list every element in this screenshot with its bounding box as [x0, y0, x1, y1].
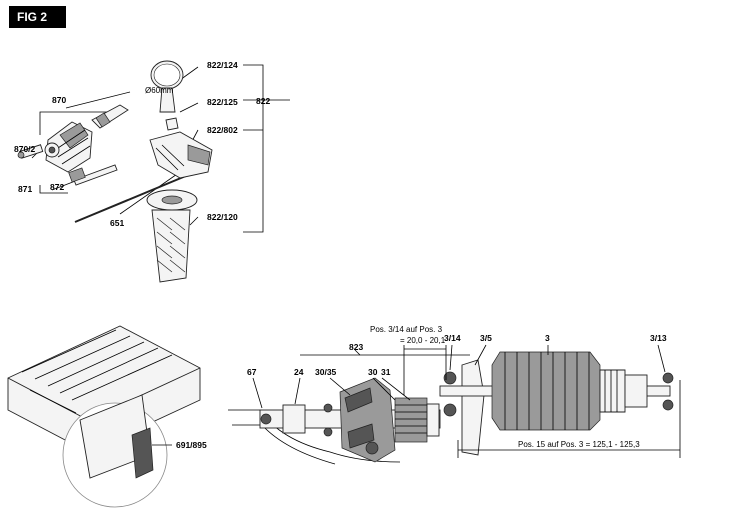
- bracket-ticks: [243, 99, 263, 131]
- note-bottom: Pos. 15 auf Pos. 3 = 125,1 - 125,3: [518, 440, 640, 449]
- figure-badge: FIG 2: [9, 6, 66, 28]
- label-67: 67: [247, 367, 257, 377]
- leader-870: [65, 91, 131, 109]
- bearing-left: [323, 403, 333, 413]
- note-top-line-1: Pos. 3/14 auf Pos. 3: [370, 325, 443, 334]
- leader-30-35: [329, 377, 351, 396]
- fan-3-5: [461, 359, 485, 456]
- bracket-871: [39, 185, 68, 194]
- label-3-13: 3/13: [650, 333, 667, 343]
- drill-chuck-870: [44, 121, 93, 173]
- screw-870-2: [17, 144, 44, 159]
- label-822-120: 822/120: [207, 212, 238, 222]
- label-diameter: Ø60mm: [145, 86, 174, 95]
- label-31: 31: [381, 367, 391, 377]
- leader-24: [294, 377, 301, 405]
- label-870: 870: [52, 95, 66, 105]
- dimension-ticks-bottom: [457, 380, 681, 458]
- clamp-band-822-124: [150, 60, 184, 113]
- label-870-2: 870/2: [14, 144, 36, 154]
- label-24: 24: [294, 367, 304, 377]
- screw-822-125: [165, 117, 179, 131]
- note-top-line-2: = 20,0 - 20,1: [400, 336, 446, 345]
- bearing-3-14-lower: [443, 403, 457, 417]
- lower-section-view: 67 24 30/35 30 31 823 3/14 3/5 3 3/13 Po…: [228, 325, 681, 465]
- label-822: 822: [256, 96, 270, 106]
- bearing-left-lower: [323, 427, 333, 437]
- chuck-key-872: [68, 164, 118, 186]
- handle-holder-822-802: [149, 131, 213, 179]
- leader-651: [119, 171, 181, 215]
- leader-67: [252, 377, 263, 409]
- bearing-3-13-upper: [662, 372, 674, 384]
- label-872: 872: [50, 182, 64, 192]
- label-822-124: 822/124: [207, 60, 238, 70]
- upper-exploded-view: 870 870/2 871 872 651 822/124 Ø60mm 822/…: [14, 60, 290, 283]
- label-871: 871: [18, 184, 32, 194]
- bearing-3-13-lower: [662, 399, 674, 411]
- aux-handle-822-120: [146, 189, 198, 283]
- leader-822-125: [179, 102, 199, 113]
- label-30-35: 30/35: [315, 367, 337, 377]
- label-822-125: 822/125: [207, 97, 238, 107]
- clutch-30-31: [394, 397, 440, 443]
- gear-24: [282, 404, 306, 434]
- label-822-802: 822/802: [207, 125, 238, 135]
- label-30: 30: [368, 367, 378, 377]
- chuck-adapter: [91, 104, 129, 129]
- leader-3-13: [657, 344, 666, 373]
- label-3-14: 3/14: [444, 333, 461, 343]
- carrying-case: 691/895: [7, 325, 207, 508]
- label-691-895: 691/895: [176, 440, 207, 450]
- bearing-67: [260, 413, 272, 425]
- label-3: 3: [545, 333, 550, 343]
- armature-3: [439, 351, 674, 431]
- leader-3-5: [474, 344, 487, 366]
- label-823: 823: [349, 342, 363, 352]
- leader-823: [354, 349, 361, 356]
- label-3-5: 3/5: [480, 333, 492, 343]
- gear-cluster-30-35: [339, 377, 396, 463]
- leader-3-14: [449, 344, 453, 371]
- dimension-ticks-top: [403, 345, 447, 395]
- case-insert-691-895: [131, 427, 154, 479]
- bearing-3-14-upper: [443, 371, 457, 385]
- label-651: 651: [110, 218, 124, 228]
- leader-30-31: [372, 377, 411, 401]
- leader-822-120: [189, 216, 199, 226]
- bracket-822: [243, 64, 290, 233]
